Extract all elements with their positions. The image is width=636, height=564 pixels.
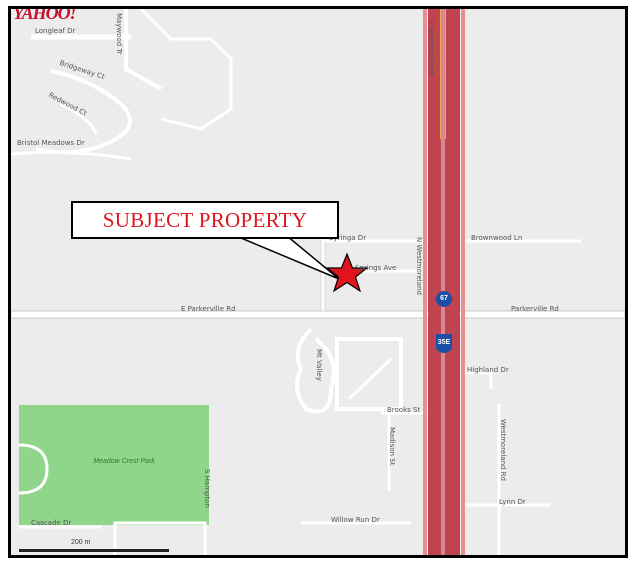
scale-bar xyxy=(19,549,169,552)
highland-road xyxy=(463,371,493,389)
south-block-road xyxy=(113,521,207,555)
street-label: Willow Run Dr xyxy=(331,516,380,524)
street-label: Longleaf Dr xyxy=(35,27,76,35)
highway-frontage-west xyxy=(423,9,427,555)
street-label: N Westmoreland xyxy=(415,237,423,295)
street-label: E Parkerville Rd xyxy=(181,305,236,313)
loop-road xyxy=(139,9,233,131)
block-road xyxy=(335,337,403,411)
cypress-road xyxy=(347,357,393,401)
street-label: Parkerville Rd xyxy=(511,305,559,313)
street-label: S Hampton xyxy=(203,469,211,508)
interstate-35e-shield xyxy=(436,334,452,353)
street-label: Bristol Meadows Dr xyxy=(17,139,85,147)
park-path xyxy=(18,443,49,495)
parkerville-road xyxy=(11,310,625,319)
maywood-road xyxy=(124,9,162,91)
street-label: Westmoreland Rd xyxy=(499,419,507,481)
street-label: Highland Dr xyxy=(467,366,509,374)
yahoo-logo: YAHOO! xyxy=(13,6,77,23)
street-label: Madison St xyxy=(388,427,396,466)
route-67-label: 67 xyxy=(440,295,448,302)
street-label: Brownwood Ln xyxy=(471,234,523,242)
map-frame[interactable]: YAHOO! Longleaf Dr Maywood Tr Bridgeway … xyxy=(8,6,628,558)
interstate-35e-label: 35E xyxy=(437,339,451,346)
highway-frontage-east xyxy=(461,9,465,555)
street-label: Springs Ave xyxy=(355,264,397,272)
park-area xyxy=(19,405,209,525)
subject-property-callout: SUBJECT PROPERTY xyxy=(71,201,339,239)
street-label: Mt Valley xyxy=(315,349,323,381)
street-label: Syringa Dr xyxy=(329,234,367,242)
bristol-road xyxy=(11,150,132,161)
scale-label: 200 m xyxy=(71,539,91,546)
route-67-shield xyxy=(436,291,452,307)
map-canvas[interactable] xyxy=(11,9,625,555)
street-label: S Westmoreland xyxy=(427,19,435,77)
highway-lane-divider xyxy=(441,9,445,555)
street-label: Maywood Tr xyxy=(115,13,123,55)
street-label: Cascade Dr xyxy=(31,519,72,527)
star-marker[interactable] xyxy=(325,252,369,293)
street-label: Brooks St xyxy=(387,406,421,414)
curved-road xyxy=(295,327,336,414)
park-label: Meadow Crest Park xyxy=(93,458,155,465)
redwood-road xyxy=(60,102,98,135)
street-label: Lynn Dr xyxy=(499,498,526,506)
